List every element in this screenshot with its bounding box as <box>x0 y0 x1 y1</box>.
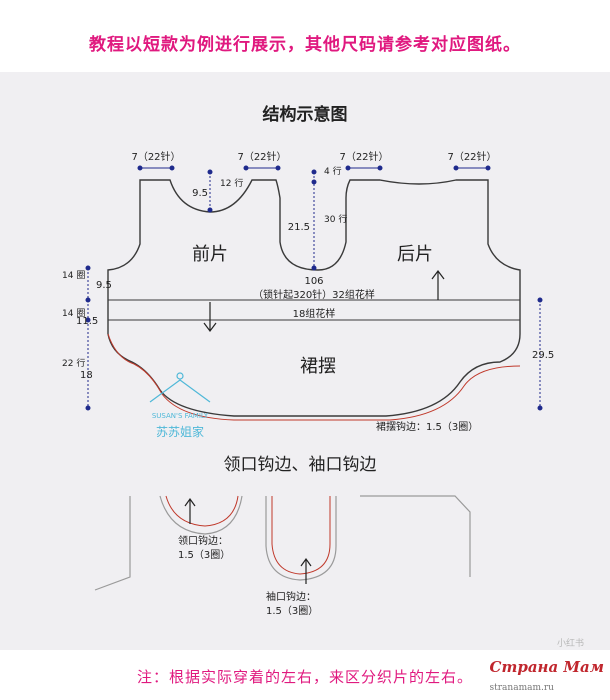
top-banner: 教程以短款为例进行展示，其他尺码请参考对应图纸。 <box>0 0 610 72</box>
footer-text: 注：根据实际穿着的左右，来区分织片的左右。 <box>136 668 473 686</box>
center-top-rows: 4 行 <box>324 165 342 177</box>
top-dimensions <box>85 165 543 411</box>
back-label: 后片 <box>397 244 433 265</box>
armhole-rows: 30 行 <box>324 213 347 225</box>
left-dim-2: 11.5 <box>76 316 98 327</box>
cast-on-note: （锁针起320针）32组花样 <box>253 288 375 301</box>
left-dim-3: 18 <box>80 370 93 381</box>
left-rows-1: 14 圈 <box>62 270 85 281</box>
neck-depth: 9.5 <box>192 188 208 199</box>
right-dim: 29.5 <box>532 350 554 361</box>
skirt-label: 裙摆 <box>300 356 336 377</box>
top-dim-3: 7（22针） <box>339 150 388 163</box>
social-badge: 小红书 <box>557 637 584 649</box>
watermark: Страна Мам stranamam.ru <box>490 658 604 694</box>
structure-title: 结构示意图 <box>263 104 348 125</box>
neck-edge-label: 领口钩边： <box>178 534 228 547</box>
left-dim-1: 9.5 <box>96 280 112 291</box>
brand-en: SUSAN'S FAMILY <box>152 412 209 420</box>
diagram-panel <box>0 72 610 650</box>
front-label: 前片 <box>192 244 228 265</box>
total-width: 106 <box>304 276 323 287</box>
watermark-sub: stranamam.ru <box>489 683 554 693</box>
neck-edge-line <box>165 495 239 527</box>
top-dim-1: 7（22针） <box>131 150 180 163</box>
sleeve-edge-line <box>271 496 331 575</box>
sleeve-edge-label: 袖口钩边： <box>266 590 316 603</box>
neck-edge-value: 1.5（3圈） <box>178 549 230 561</box>
armhole-depth: 21.5 <box>288 222 310 233</box>
edging-title: 领口钩边、袖口钩边 <box>224 455 377 475</box>
banner-text: 教程以短款为例进行展示，其他尺码请参考对应图纸。 <box>89 35 521 55</box>
hem-edge-note: 裙摆钩边：1.5（3圈） <box>376 420 478 433</box>
diagram-svg: 结构示意图 前片 后片 裙摆 7（22针） 7（22针） 7（22针） 7（22… <box>62 104 584 649</box>
mid-pattern: 18组花样 <box>293 307 336 320</box>
top-dim-4: 7（22针） <box>447 150 496 163</box>
brand-cn: 苏苏姐家 <box>156 424 204 439</box>
footer-note: 注：根据实际穿着的左右，来区分织片的左右。 <box>0 650 610 700</box>
sleeve-edge-value: 1.5（3圈） <box>266 605 318 617</box>
brand-logo-icon <box>149 372 211 403</box>
left-rows-3: 22 行 <box>62 357 85 369</box>
edging-outline <box>94 495 471 591</box>
top-dim-2: 7（22针） <box>237 150 286 163</box>
hem-edge-line <box>107 333 521 421</box>
left-rows-2: 14 圈 <box>62 308 85 319</box>
neck-rows: 12 行 <box>220 177 243 189</box>
watermark-text: Страна Мам <box>489 658 604 676</box>
